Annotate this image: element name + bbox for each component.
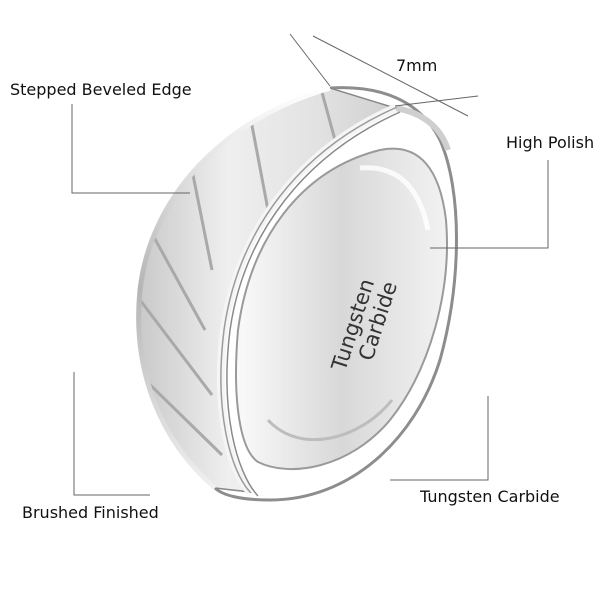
leader-brushed <box>73 372 150 496</box>
label-high-polish: High Polish <box>506 133 595 152</box>
width-dimension <box>289 33 479 117</box>
diagonal-grooves <box>138 88 337 457</box>
ring-band-brushed <box>136 85 401 497</box>
label-stepped-beveled-edge: Stepped Beveled Edge <box>10 80 192 99</box>
leader-lines <box>71 104 549 496</box>
label-tungsten-carbide: Tungsten Carbide <box>420 487 560 506</box>
leader-stepped-edge <box>71 104 190 194</box>
ring-outer-rim <box>213 86 458 502</box>
leader-tungsten <box>390 396 489 481</box>
width-arrow-line <box>312 35 469 117</box>
ring-inner-surface <box>235 147 448 471</box>
label-brushed-finished: Brushed Finished <box>22 503 159 522</box>
label-width: 7mm <box>396 56 438 75</box>
leader-high-polish <box>430 160 549 249</box>
